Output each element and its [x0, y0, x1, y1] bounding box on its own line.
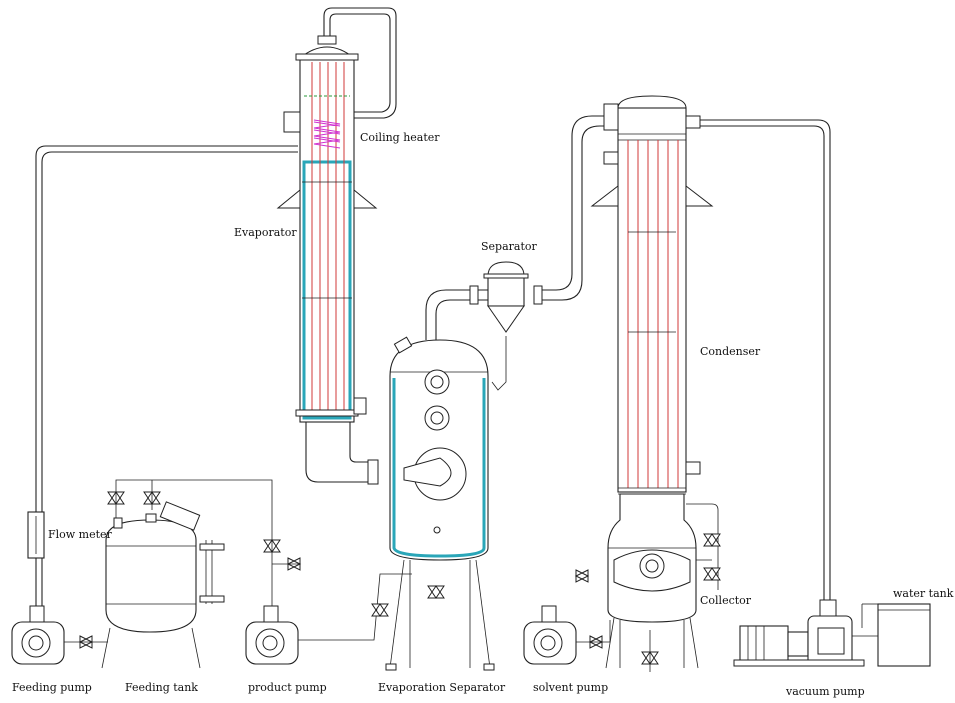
separator-drain — [491, 336, 507, 391]
label-product-pump: product pump — [248, 681, 327, 694]
vessel-separator-pipe — [425, 289, 488, 340]
label-feeding-tank: Feeding tank — [125, 681, 198, 694]
label-separator: Separator — [481, 240, 538, 253]
label-feeding-pump: Feeding pump — [12, 681, 92, 694]
feeding-tank — [101, 501, 225, 669]
separator — [469, 261, 543, 333]
label-water-tank: water tank — [893, 587, 954, 600]
vacuum-pump — [733, 599, 865, 667]
product-pump — [245, 605, 299, 665]
product-line — [115, 479, 300, 612]
label-evaporation-separator: Evaporation Separator — [378, 681, 506, 694]
separator-condenser-pipe — [540, 115, 606, 301]
valve-icons — [78, 491, 721, 665]
solvent-line — [572, 620, 651, 672]
label-coiling-heater: Coiling heater — [360, 131, 440, 144]
product-discharge — [292, 573, 412, 641]
label-solvent-pump: solvent pump — [533, 681, 608, 694]
feeding-pump — [11, 605, 65, 665]
solvent-pump — [523, 605, 577, 665]
label-vacuum-pump: vacuum pump — [785, 685, 865, 698]
collector — [605, 493, 699, 669]
label-evaporator: Evaporator — [234, 226, 297, 239]
label-flow-meter: Flow meter — [48, 528, 113, 541]
condenser — [590, 95, 714, 495]
flow-meter — [27, 511, 45, 559]
water-tank — [852, 603, 931, 667]
evaporation-separator-vessel — [367, 336, 495, 671]
label-collector: Collector — [700, 594, 752, 607]
feed-line — [35, 145, 298, 610]
label-condenser: Condenser — [700, 345, 761, 358]
evaporator-vessel-elbow — [305, 422, 372, 483]
evaporator — [276, 35, 378, 423]
vacuum-line — [686, 119, 831, 600]
evaporator-top-pipe — [323, 7, 397, 119]
